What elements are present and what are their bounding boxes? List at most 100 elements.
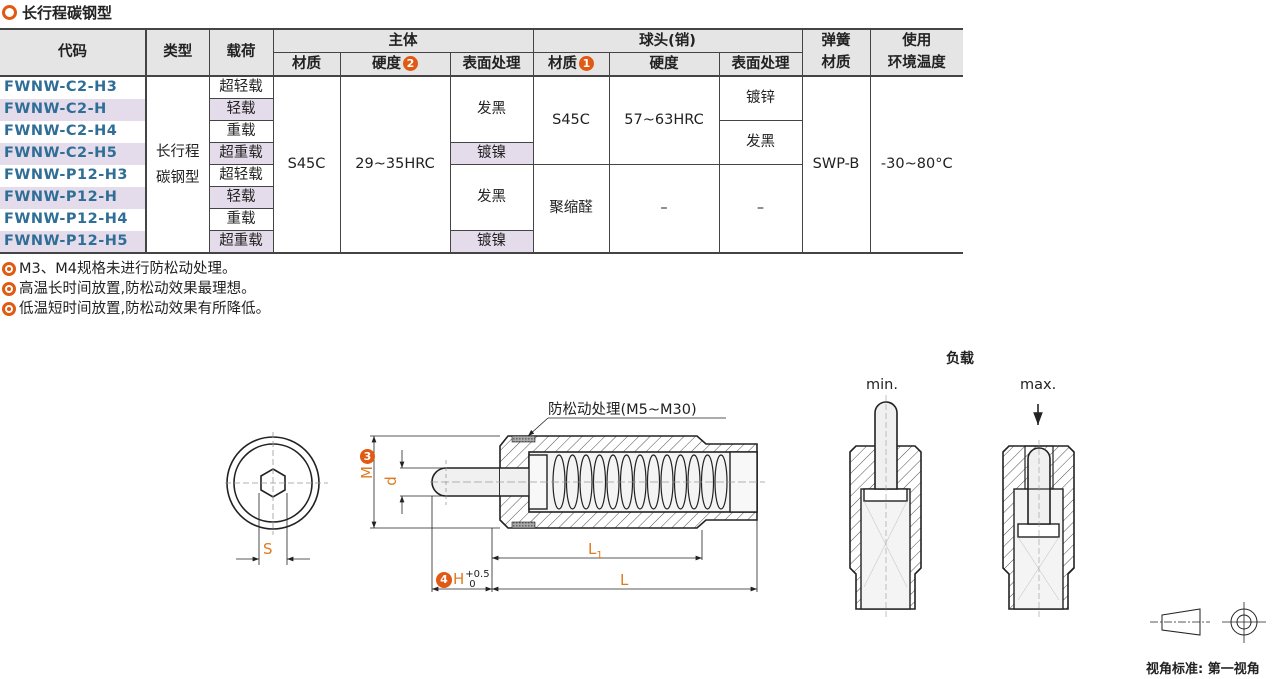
- bullet-icon: [2, 262, 16, 276]
- note-badge-4: 4: [436, 572, 452, 588]
- note-item: 高温长时间放置,防松动效果最理想。: [2, 279, 270, 299]
- header-load: 载荷: [208, 28, 273, 76]
- header-body-group: 主体: [272, 28, 533, 53]
- end-view: [225, 432, 328, 565]
- ring-bullet-icon: [2, 4, 17, 20]
- header-spring-group: 弹簧: [801, 28, 870, 53]
- tol-lower: 0: [469, 579, 476, 590]
- ball-surface-cell: 镀锌: [718, 76, 802, 121]
- spring-icon: [552, 454, 728, 510]
- spring-coil: [633, 454, 647, 510]
- spring-coil: [619, 454, 634, 510]
- body-surface-cell: 镀镍: [449, 230, 533, 253]
- ball-material-cell: S45C: [532, 76, 609, 165]
- row-code: FWNW-C2-H5: [4, 145, 118, 161]
- row-load: 重载: [208, 120, 273, 143]
- header-ball-group: 球头(销): [532, 28, 802, 53]
- ball-surface-cell: –: [718, 164, 802, 253]
- header-body-hardness-text: 硬度: [372, 55, 401, 72]
- note-badge-3: 3: [359, 449, 375, 465]
- spring-coil: [660, 454, 674, 510]
- header-body-material: 材质: [272, 52, 340, 76]
- header-ball-surface: 表面处理: [718, 52, 802, 76]
- spring-coil: [606, 454, 620, 510]
- load-diagram-min: [849, 395, 922, 620]
- side-section-view: [370, 417, 765, 592]
- section-title: 长行程碳钢型: [2, 1, 112, 23]
- max-label: max.: [1020, 377, 1057, 393]
- header-env-group: 使用: [869, 28, 963, 53]
- spring-coil: [700, 454, 715, 510]
- ball-material-cell: 聚缩醛: [532, 164, 609, 253]
- row-code: FWNW-P12-H: [4, 189, 118, 205]
- type-line1: 长行程: [156, 143, 200, 160]
- bullet-icon: [2, 302, 16, 316]
- spring-coil: [552, 454, 566, 510]
- hex-socket-icon: [260, 468, 286, 498]
- row-code: FWNW-P12-H4: [4, 211, 128, 227]
- body-hardness-cell: 29~35HRC: [339, 76, 450, 253]
- row-code: FWNW-C2-H4: [4, 123, 118, 139]
- ball-surface-cell: 发黑: [718, 120, 802, 165]
- row-code: FWNW-C2-H: [4, 101, 107, 117]
- ball-hardness-cell: –: [608, 164, 719, 253]
- section-title-text: 长行程碳钢型: [22, 3, 113, 22]
- row-load: 轻载: [208, 98, 273, 121]
- header-env-temp: 环境温度: [869, 52, 963, 76]
- spring-coil: [646, 454, 661, 510]
- row-load: 超轻载: [208, 164, 273, 187]
- note-text: 高温长时间放置,防松动效果最理想。: [19, 281, 256, 297]
- env-temp-cell: -30~80°C: [869, 76, 963, 253]
- spring-coil: [592, 454, 607, 510]
- row-load: 超轻载: [208, 76, 273, 99]
- row-code: FWNW-C2-H3: [4, 79, 118, 96]
- type-line2: 碳钢型: [156, 169, 200, 186]
- bullet-icon: [2, 282, 16, 296]
- dim-l1-label: L1: [588, 540, 603, 561]
- body-surface-cell: 镀镍: [449, 142, 533, 165]
- dim-d-label: d: [381, 476, 400, 486]
- spring-material-cell: SWP-B: [801, 76, 870, 253]
- notes-list: M3、M4规格未进行防松动处理。 高温长时间放置,防松动效果最理想。 低温短时间…: [2, 259, 270, 319]
- dim-h-text: H: [453, 570, 465, 588]
- note-badge-2: 2: [403, 55, 418, 71]
- note-item: 低温短时间放置,防松动效果有所降低。: [2, 299, 270, 319]
- header-body-surface: 表面处理: [449, 52, 533, 76]
- projection-symbol-icon: [1150, 602, 1266, 643]
- dim-h-tolerance: +0.5 0: [465, 570, 489, 590]
- spring-coil: [579, 454, 593, 510]
- row-load: 重载: [208, 208, 273, 231]
- header-type: 类型: [145, 28, 209, 76]
- row-code: FWNW-P12-H5: [4, 232, 128, 249]
- load-diagram-max: [1002, 404, 1075, 620]
- spring-coil: [714, 454, 728, 510]
- spring-coil: [687, 454, 701, 510]
- header-spring-material: 材质: [801, 52, 870, 76]
- header-ball-material-text: 材质: [548, 55, 577, 72]
- anti-loosen-callout: 防松动处理(M5~M30): [548, 402, 697, 418]
- header-ball-hardness: 硬度: [608, 52, 719, 76]
- note-badge-1: 1: [579, 55, 594, 71]
- body-surface-cell: 发黑: [449, 164, 533, 231]
- min-label: min.: [866, 377, 898, 393]
- note-text: 低温短时间放置,防松动效果有所降低。: [19, 301, 271, 317]
- note-text: M3、M4规格未进行防松动处理。: [19, 261, 237, 277]
- row-load: 超重载: [208, 230, 273, 253]
- dim-m-text: M: [357, 466, 376, 479]
- header-code: 代码: [0, 28, 146, 76]
- projection-label: 视角标准: 第一视角: [1146, 662, 1260, 677]
- dim-s-label: S: [263, 540, 273, 558]
- body-material-cell: S45C: [272, 76, 340, 253]
- ball-hardness-cell: 57~63HRC: [608, 76, 719, 165]
- dim-l-label: L: [620, 571, 629, 589]
- spring-coil: [673, 454, 688, 510]
- dim-h-label: 4 H +0.5 0: [434, 570, 490, 590]
- note-item: M3、M4规格未进行防松动处理。: [2, 259, 270, 279]
- type-cell: 长行程碳钢型: [145, 76, 209, 253]
- load-title: 负载: [946, 351, 974, 367]
- tol-upper: +0.5: [465, 569, 490, 580]
